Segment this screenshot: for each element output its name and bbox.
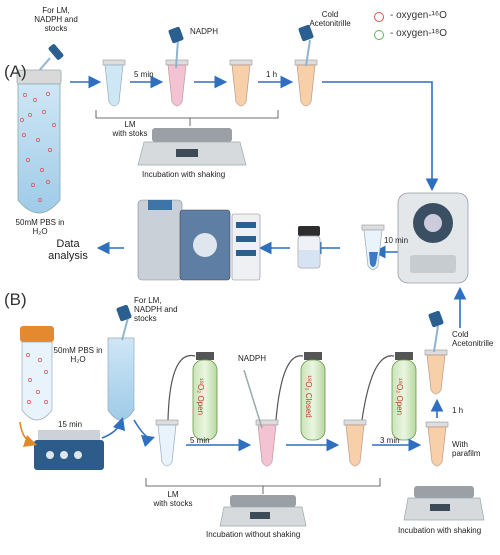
pipette-label-b: For LM, NADPH and stocks bbox=[134, 296, 178, 323]
step-10min-a: 10 min bbox=[384, 236, 409, 245]
tube-b1 bbox=[155, 419, 179, 467]
step-1h-a: 1 h bbox=[266, 70, 278, 79]
tube-b3 bbox=[343, 419, 367, 467]
pbs-label-a: 50mM PBS in H₂O bbox=[15, 218, 65, 236]
panel-b-label: (B) bbox=[4, 290, 27, 309]
legend-o16: - oxygen-¹⁶O bbox=[390, 10, 447, 21]
tube-acetonitrile bbox=[294, 24, 318, 107]
bracket bbox=[95, 110, 279, 119]
nadph-label-a: NADPH bbox=[190, 27, 219, 36]
legend-o18: - oxygen-¹⁸O bbox=[390, 28, 448, 39]
tube-b2 bbox=[243, 369, 279, 467]
arrow-b-flow bbox=[101, 286, 467, 452]
cylinder-2-label: ¹⁸O₂ Closed bbox=[303, 375, 313, 418]
falcon-tube bbox=[16, 69, 62, 214]
bracket-b bbox=[145, 478, 381, 487]
hplc-vial bbox=[297, 226, 321, 269]
o16-legend-circle bbox=[374, 12, 384, 22]
acn-label-b: Cold Acetonitrille bbox=[452, 330, 494, 348]
step-1h-b: 1 h bbox=[452, 406, 464, 415]
tube-b4 bbox=[425, 421, 449, 467]
shaker-b bbox=[403, 486, 485, 521]
falcon-tube-b bbox=[20, 326, 54, 421]
incubation-shake-label-b: Incubation with shaking bbox=[398, 526, 482, 535]
gas-cylinder-2 bbox=[275, 352, 326, 441]
step-5min-a: 5 min bbox=[134, 70, 154, 79]
cylinder-3-label: ¹⁸O₂ Open bbox=[395, 377, 405, 416]
sonicator-bath bbox=[34, 430, 104, 470]
lc-ms-instrument bbox=[137, 199, 261, 281]
pipette-icon bbox=[37, 44, 64, 73]
incubator-b bbox=[219, 495, 307, 527]
acn-label-a: Cold Acetonitrille bbox=[309, 10, 351, 28]
nadph-label-b: NADPH bbox=[238, 354, 267, 363]
tube-incubated bbox=[229, 59, 253, 107]
panel-a-label: (A) bbox=[4, 62, 27, 81]
lm-stocks-label-a: LM with stoks bbox=[112, 120, 148, 138]
tube-nadph bbox=[165, 26, 189, 107]
step-3min-b: 3 min bbox=[380, 436, 400, 445]
shaker-incubator bbox=[137, 128, 247, 166]
parafilm-label: With parafilm bbox=[452, 440, 481, 458]
tube-lm-stocks bbox=[102, 59, 126, 107]
tube-supernatant bbox=[361, 224, 385, 270]
gas-cylinder-3 bbox=[361, 352, 417, 441]
incubation-no-shake-label: Incubation without shaking bbox=[206, 530, 301, 539]
centrifuge bbox=[397, 192, 469, 284]
step-15min-b: 15 min bbox=[58, 420, 83, 429]
step-5min-b: 5 min bbox=[190, 436, 210, 445]
pipette-label-a: For LM, NADPH and stocks bbox=[34, 6, 78, 33]
incubation-label-a: Incubation with shaking bbox=[142, 170, 226, 179]
falcon-tube-pbs bbox=[107, 304, 135, 421]
cylinder-1-label: ¹⁸O₂ Open bbox=[196, 377, 206, 416]
lm-stocks-label-b: LM with stocks bbox=[153, 490, 193, 508]
o18-legend-circle bbox=[374, 30, 384, 40]
tube-b5 bbox=[424, 310, 448, 395]
data-analysis-label: Data analysis bbox=[48, 238, 88, 262]
gas-cylinder-1 bbox=[167, 352, 218, 441]
pbs-label-b: 50mM PBS in H₂O bbox=[53, 346, 103, 364]
